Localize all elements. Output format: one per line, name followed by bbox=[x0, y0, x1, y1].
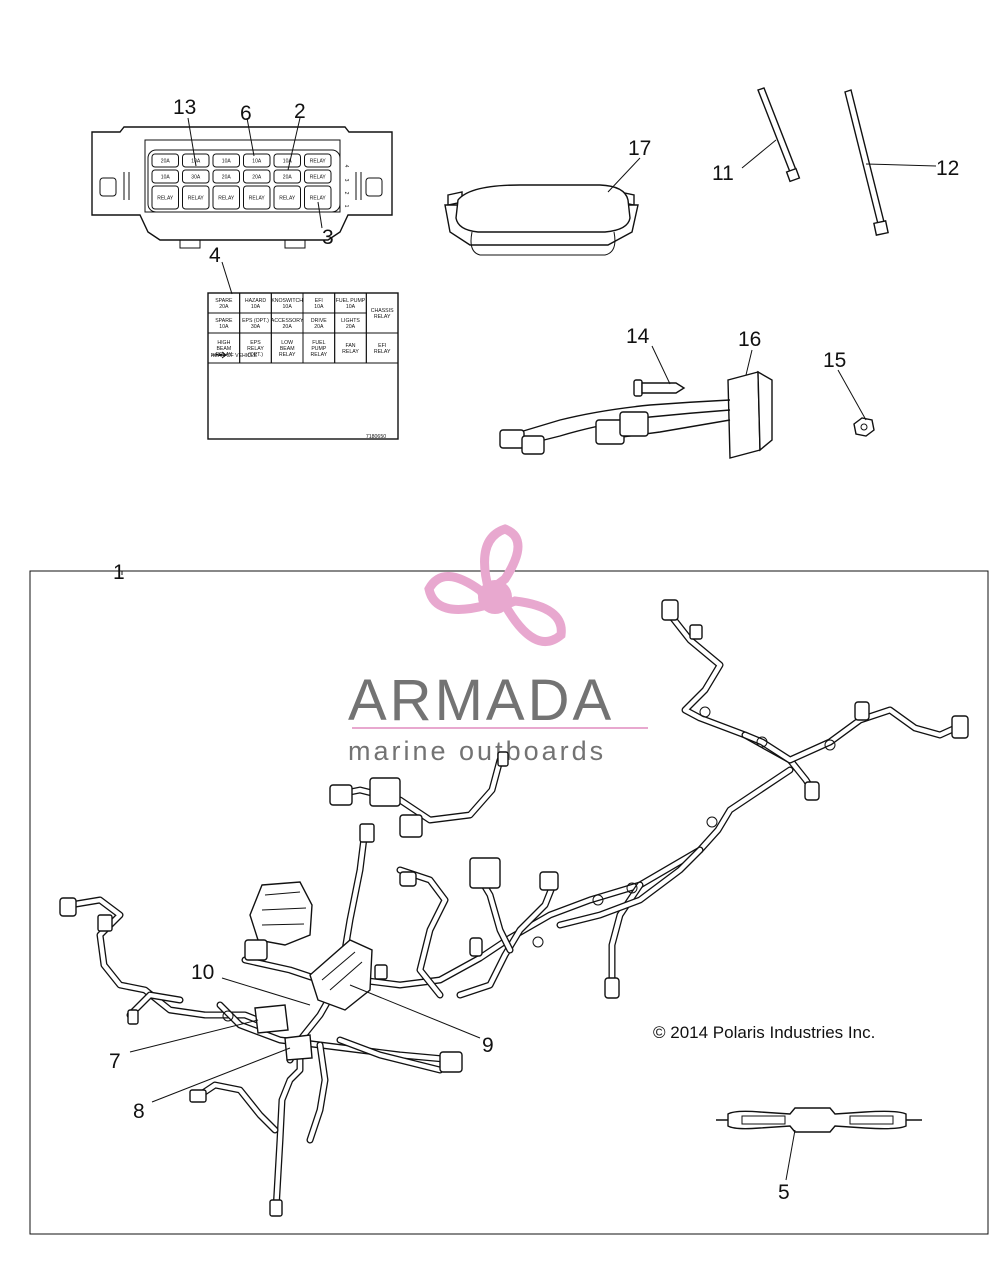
callout-5: 5 bbox=[778, 1181, 790, 1204]
callout-12: 12 bbox=[936, 157, 959, 180]
bolt bbox=[633, 379, 686, 397]
side-number: 2 bbox=[343, 192, 349, 195]
fuse-slot-label: RELAY bbox=[188, 196, 205, 202]
propeller-icon bbox=[424, 524, 566, 647]
fuse-slot bbox=[182, 169, 210, 184]
callout-7: 7 bbox=[109, 1050, 121, 1073]
fuse-slot-label: 20A bbox=[222, 175, 232, 181]
fuse-slot-label: 20A bbox=[283, 175, 293, 181]
callout-16: 16 bbox=[738, 328, 761, 351]
fuse-box-cover bbox=[444, 184, 639, 256]
callout-6: 6 bbox=[240, 102, 252, 125]
side-number: 4 bbox=[343, 165, 349, 168]
callout-13: 13 bbox=[173, 96, 196, 119]
relay-module-harness bbox=[499, 370, 773, 459]
callout-4: 4 bbox=[209, 244, 221, 267]
fuse-slot-label: 10A bbox=[252, 159, 262, 165]
fuse-slot bbox=[151, 185, 179, 210]
callout-17: 17 bbox=[628, 137, 651, 160]
watermark-tagline: marine outboards bbox=[348, 736, 606, 766]
fuse-slot bbox=[182, 153, 210, 168]
callout-10: 10 bbox=[191, 961, 214, 984]
fuse-slot-label: 10A bbox=[222, 159, 232, 165]
callout-14: 14 bbox=[626, 325, 650, 348]
fuse-slot bbox=[304, 185, 332, 210]
callout-1: 1 bbox=[113, 561, 125, 584]
fuse-slot-label: RELAY bbox=[310, 159, 327, 165]
fuse-slot bbox=[182, 185, 210, 210]
cable-tie-long bbox=[844, 89, 889, 236]
fuse-slot-label: RELAY bbox=[157, 196, 174, 202]
fuse-slot-label: 10A bbox=[283, 159, 293, 165]
fuse-slot-label: RELAY bbox=[249, 196, 266, 202]
fuse-slot bbox=[304, 169, 332, 184]
decal-cell-label: EPS (OPT.)30A bbox=[242, 318, 269, 330]
fuse-slot-label: 30A bbox=[191, 175, 201, 181]
fuse-slot-label: RELAY bbox=[279, 196, 296, 202]
fuse-box-side-numbers: 4 3 2 1 bbox=[343, 165, 349, 208]
armada-logo: ARMADA marine outboards bbox=[348, 524, 648, 766]
cable-tie-short bbox=[757, 87, 801, 183]
fuse-slot bbox=[273, 153, 301, 168]
fuse-slot-label: RELAY bbox=[310, 175, 327, 181]
fuse-grid: 20A 10A 10A 10A 10A RELAY 10A 30A 20A 20A 20A RELAY… bbox=[151, 153, 332, 210]
fuse-slot-label: 20A bbox=[252, 175, 262, 181]
fuse-slot bbox=[212, 185, 240, 210]
fuse-slot-label: 10A bbox=[161, 175, 171, 181]
callout-15: 15 bbox=[823, 349, 846, 372]
watermark-name: ARMADA bbox=[348, 668, 614, 733]
fuse-slot-label: 20A bbox=[161, 159, 171, 165]
side-number: 1 bbox=[343, 205, 349, 208]
arrow-icon bbox=[212, 351, 227, 359]
callout-2: 2 bbox=[294, 100, 306, 123]
copyright-notice: © 2014 Polaris Industries Inc. bbox=[653, 1023, 875, 1042]
callout-9: 9 bbox=[482, 1034, 494, 1057]
fuse-slot bbox=[243, 169, 271, 184]
fuse-box: 20A 10A 10A 10A 10A RELAY 10A 30A 20A 20A 20A RELAY… bbox=[91, 126, 393, 249]
inline-fuse-holder bbox=[716, 1107, 922, 1133]
callout-11: 11 bbox=[712, 162, 734, 185]
decal-arrow-note: REAR OF VEHICLE bbox=[211, 353, 258, 359]
fuse-slot bbox=[243, 185, 271, 210]
fuse-slot bbox=[212, 169, 240, 184]
fuse-slot bbox=[212, 153, 240, 168]
fuse-slot-label: RELAY bbox=[310, 196, 327, 202]
callout-3: 3 bbox=[322, 226, 334, 249]
side-number: 3 bbox=[343, 179, 349, 182]
fuse-slot bbox=[273, 169, 301, 184]
fuse-slot bbox=[273, 185, 301, 210]
decal-cell bbox=[365, 332, 399, 364]
fuse-slot-label: RELAY bbox=[218, 196, 235, 202]
decal-part-number: 7180650 bbox=[366, 434, 386, 440]
callout-8: 8 bbox=[133, 1100, 145, 1123]
fuse-slot-label: 10A bbox=[191, 159, 201, 165]
fuse-slot bbox=[304, 153, 332, 168]
fuse-slot bbox=[151, 153, 179, 168]
fuse-slot bbox=[243, 153, 271, 168]
nut bbox=[853, 417, 875, 437]
fuse-slot bbox=[151, 169, 179, 184]
